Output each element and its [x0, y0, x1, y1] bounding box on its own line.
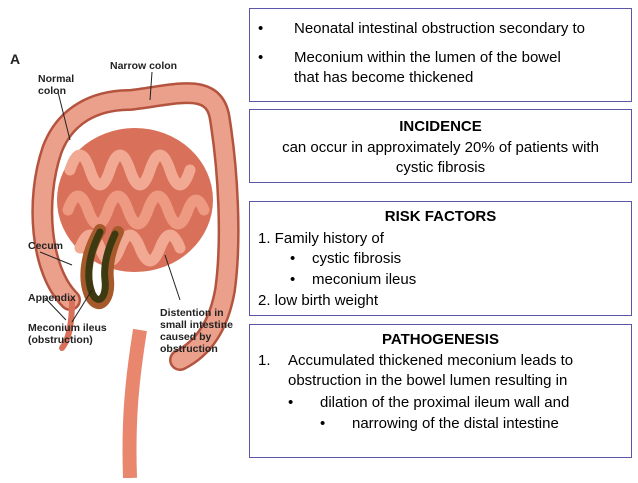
pathogenesis-num: 1.	[258, 352, 271, 369]
bullet-1-symbol: •	[258, 20, 264, 37]
cecum-label: Cecum	[28, 240, 63, 252]
rectum-shape	[122, 328, 147, 479]
appendix-label: Appendix	[28, 292, 76, 304]
pathogenesis-sub-2: narrowing of the distal intestine	[352, 415, 559, 432]
normal-colon-leader	[57, 91, 71, 141]
distention-label-1: Distention in	[160, 307, 224, 319]
pathogenesis-heading: PATHOGENESIS	[382, 331, 499, 348]
risk-factors-heading: RISK FACTORS	[384, 208, 497, 225]
narrow-colon-label: Narrow colon	[110, 60, 177, 72]
risk-factors-box: RISK FACTORS 1. Family history of • cyst…	[249, 201, 632, 316]
cecum-leader	[39, 251, 73, 266]
intestine-illustration: A Normal colon Narrow colon Cecum Append…	[0, 0, 245, 479]
incidence-line-1: can occur in approximately 20% of patien…	[282, 139, 599, 156]
incidence-box: INCIDENCE can occur in approximately 20%…	[249, 109, 632, 183]
small-intestine-loop-1	[64, 149, 196, 191]
meconium-label-2: (obstruction)	[28, 334, 93, 346]
pathogenesis-sub-1: dilation of the proximal ileum wall and	[320, 394, 570, 411]
risk-item-1: 1. Family history of	[258, 230, 384, 247]
pathogenesis-line-1: Accumulated thickened meconium leads to	[288, 352, 574, 369]
meconium-label-1: Meconium ileus	[28, 322, 107, 334]
incidence-heading: INCIDENCE	[399, 118, 482, 135]
meconium-mass	[85, 228, 119, 303]
risk-item-2: 2. low birth weight	[258, 292, 379, 309]
intro-bullet-2-cont: that has become thickened	[294, 69, 474, 86]
risk-sub-2-bullet: •	[290, 271, 296, 288]
incidence-line-2: cystic fibrosis	[395, 159, 486, 176]
distention-label-4: obstruction	[160, 343, 218, 355]
small-intestine-loop-2	[62, 190, 210, 230]
distention-leader	[164, 254, 181, 301]
intro-bullet-1: Neonatal intestinal obstruction secondar…	[294, 20, 586, 37]
intestine-drawing: A Normal colon Narrow colon Cecum Append…	[10, 51, 240, 479]
pathogenesis-line-2: obstruction in the bowel lumen resulting…	[288, 372, 568, 389]
risk-sub-1: cystic fibrosis	[312, 250, 402, 267]
intro-box: • Neonatal intestinal obstruction second…	[249, 8, 632, 102]
pathogenesis-sub-1-bullet: •	[288, 394, 294, 411]
normal-colon-label-1: Normal	[38, 73, 74, 85]
normal-colon-label-2: colon	[38, 85, 66, 97]
risk-sub-2: meconium ileus	[312, 271, 417, 288]
appendix-shape	[59, 297, 75, 351]
distention-label-3: caused by	[160, 331, 212, 343]
narrow-colon-leader	[149, 71, 153, 101]
panel-letter: A	[10, 51, 20, 67]
appendix-leader	[44, 297, 67, 321]
intro-bullet-2: Meconium within the lumen of the bowel	[294, 49, 561, 66]
pathogenesis-box: PATHOGENESIS 1. Accumulated thickened me…	[249, 324, 632, 458]
distention-label-2: small intestine	[160, 319, 233, 331]
meconium-leader	[71, 289, 93, 323]
pathogenesis-sub-2-bullet: •	[320, 415, 326, 432]
bullet-2-symbol: •	[258, 49, 264, 66]
risk-sub-1-bullet: •	[290, 250, 296, 267]
colon-fill	[33, 84, 238, 369]
